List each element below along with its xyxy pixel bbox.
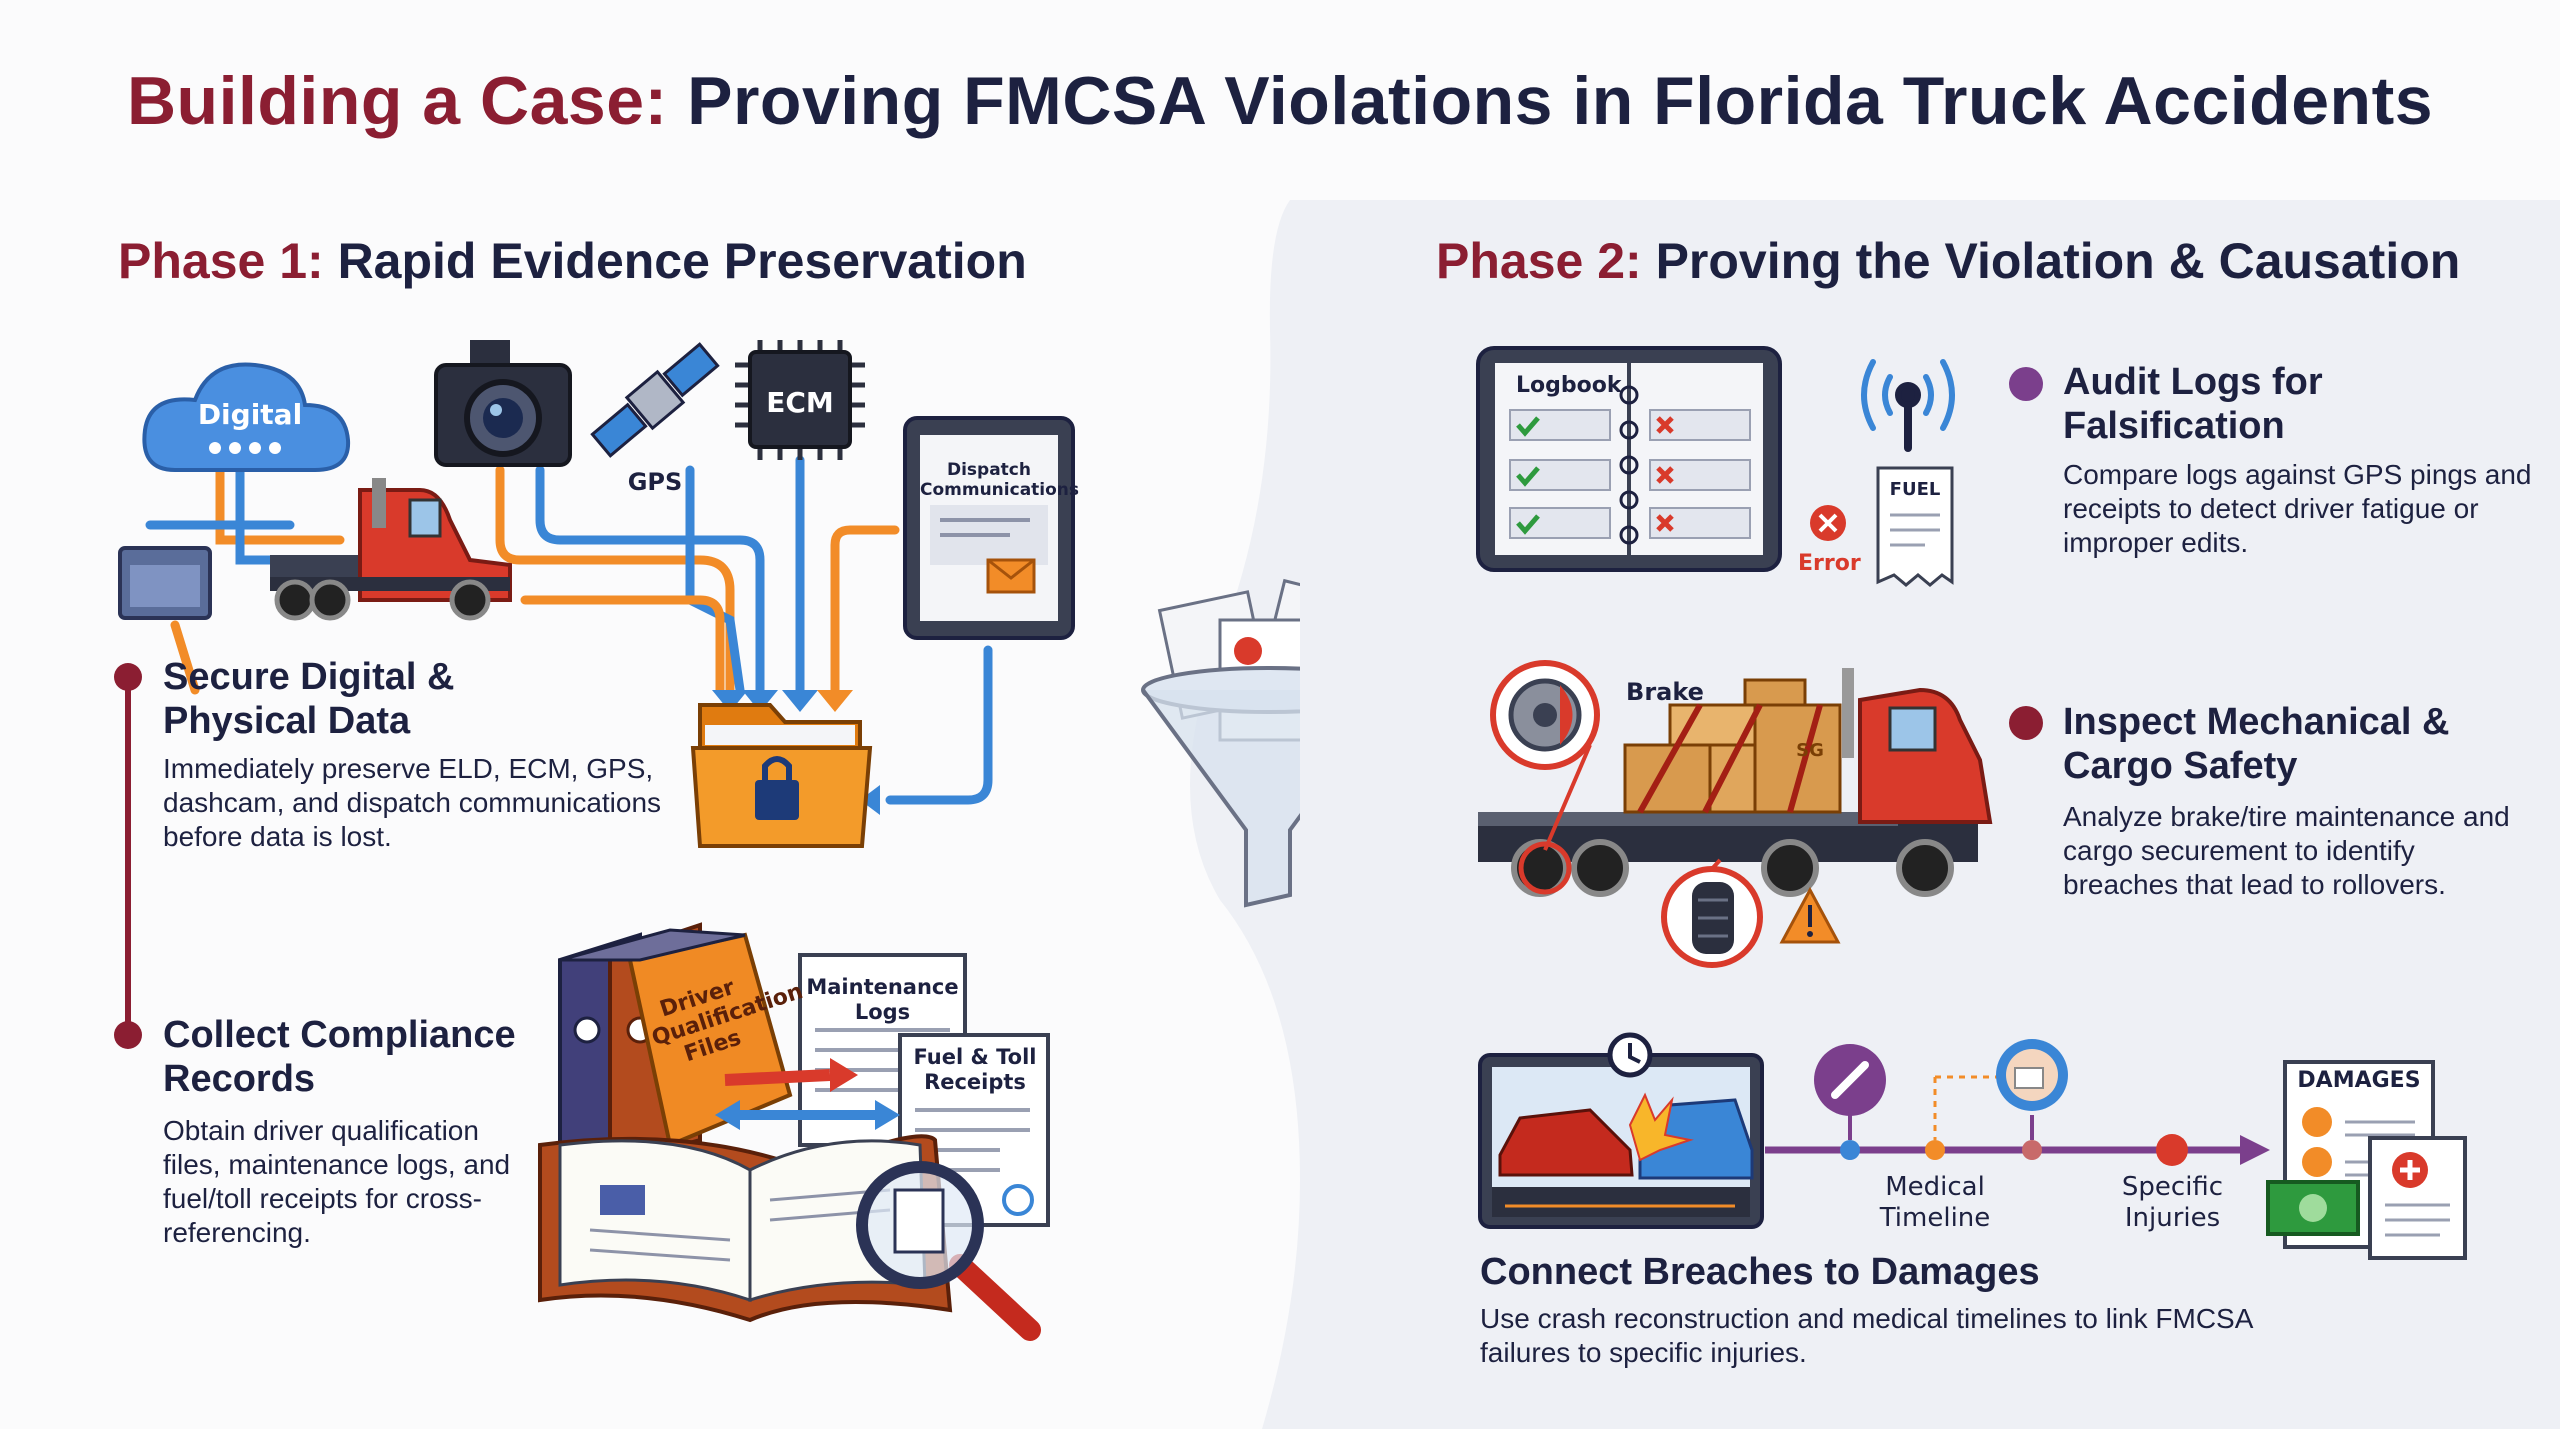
cloud-label: Digital	[197, 398, 303, 431]
ecm-label: ECM	[766, 386, 834, 419]
cloud-icon	[142, 362, 351, 472]
warning-icon	[1779, 886, 1841, 944]
step1-title: Secure Digital & Physical Data	[163, 656, 455, 742]
fuel-receipt-icon	[1876, 466, 1954, 587]
clock-icon	[1607, 1032, 1653, 1078]
audit-text: Compare logs against GPS pings and recei…	[2063, 459, 2532, 558]
tablet-label: Dispatch Communications	[920, 460, 1080, 500]
page-title: Building a Case: Proving FMCSA Violation…	[126, 63, 2434, 139]
audit-bullet	[2009, 367, 2043, 401]
step1-text: Immediately preserve ELD, ECM, GPS, dash…	[163, 753, 662, 852]
fuel-receipts-label: Fuel & Toll Receipts	[913, 1045, 1037, 1094]
crash-scene-icon	[1478, 1053, 1764, 1229]
timeline-dot-2	[114, 1021, 142, 1049]
timeline-dot-1	[114, 663, 142, 691]
camera-icon	[434, 340, 572, 467]
phase1-illustration	[114, 340, 1300, 1341]
brake-label: Brake	[1626, 678, 1704, 706]
ecm-chip-icon	[735, 340, 865, 460]
tablet-icon	[903, 416, 1075, 640]
medical-timeline-label: Medical Timeline	[1879, 1172, 1991, 1233]
phase2-illustration	[1476, 346, 2467, 1260]
binders-icon	[558, 922, 793, 1168]
specific-injuries-label: Specific Injuries	[2121, 1172, 2224, 1233]
money-icon	[2266, 1180, 2360, 1236]
fuel-label: FUEL	[1889, 479, 1941, 500]
maintenance-logs-label: Maintenance Logs	[806, 975, 959, 1024]
connect-text: Use crash reconstruction and medical tim…	[1480, 1303, 2252, 1368]
locked-folder-icon	[690, 703, 873, 848]
gps-label: GPS	[627, 468, 683, 496]
connect-title: Connect Breaches to Damages	[1480, 1251, 2040, 1293]
phase2-heading: Phase 2: Proving the Violation & Causati…	[1436, 233, 2461, 289]
damages-label: DAMAGES	[2297, 1068, 2421, 1093]
flatbed-truck-icon	[1478, 668, 1993, 897]
inspect-bullet	[2009, 706, 2043, 740]
audit-title: Audit Logs for Falsification	[2063, 361, 2323, 447]
logbook-label: Logbook	[1516, 373, 1622, 398]
phase1-heading: Phase 1: Rapid Evidence Preservation	[118, 233, 1027, 289]
tire-icon	[1661, 858, 1763, 968]
step2-text: Obtain driver qualification files, maint…	[163, 1115, 511, 1248]
brake-disc-icon	[1490, 660, 1600, 895]
medical-report-icon	[2368, 1136, 2467, 1260]
magnifier-icon	[856, 1161, 1041, 1341]
cargo-box-label: SG	[1796, 740, 1824, 761]
inspect-title: Inspect Mechanical & Cargo Safety	[2063, 701, 2450, 787]
funnel-icon	[1141, 578, 1300, 908]
step2-title: Collect Compliance Records	[163, 1014, 516, 1100]
error-label: Error	[1798, 551, 1861, 576]
satellite-icon	[590, 342, 720, 458]
truck-icon	[270, 478, 512, 621]
folder-icon	[118, 546, 212, 620]
cross-reference-arrows-icon	[715, 1058, 900, 1130]
logbook-tablet-icon	[1476, 346, 1782, 572]
inspect-text: Analyze brake/tire maintenance and cargo…	[2063, 801, 2510, 900]
gps-antenna-icon	[1861, 359, 1955, 452]
